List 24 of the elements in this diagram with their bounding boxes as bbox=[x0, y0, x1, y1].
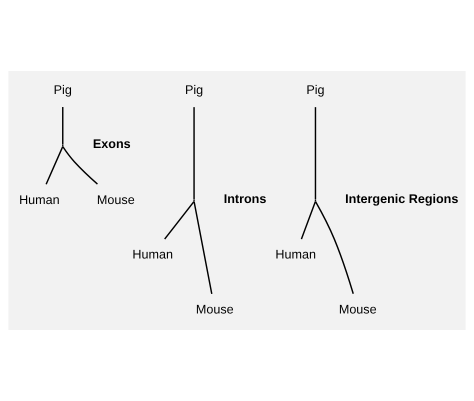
connector bbox=[300, 201, 316, 240]
node-point bbox=[314, 200, 316, 202]
node-point bbox=[193, 200, 195, 202]
node-text: Human bbox=[19, 192, 60, 207]
label: Exons bbox=[92, 137, 131, 152]
node-text: Pig bbox=[54, 83, 72, 98]
node-text: Human bbox=[275, 248, 316, 262]
node-text: Pig bbox=[306, 83, 325, 98]
connector bbox=[314, 107, 316, 200]
connector bbox=[193, 107, 195, 200]
label: Intergenic Regions bbox=[345, 192, 458, 206]
connector bbox=[193, 201, 212, 294]
node-text: Human bbox=[132, 248, 173, 262]
connector bbox=[62, 146, 98, 185]
node-text: Mouse bbox=[196, 302, 234, 317]
node-text: Mouse bbox=[338, 302, 377, 317]
connector bbox=[314, 201, 354, 294]
node-point bbox=[62, 144, 64, 146]
connector bbox=[164, 201, 194, 240]
node-text: Pig bbox=[184, 83, 204, 98]
connector bbox=[46, 146, 64, 185]
label: Introns bbox=[224, 192, 266, 206]
node-text: Mouse bbox=[96, 192, 135, 207]
connector bbox=[62, 107, 64, 145]
